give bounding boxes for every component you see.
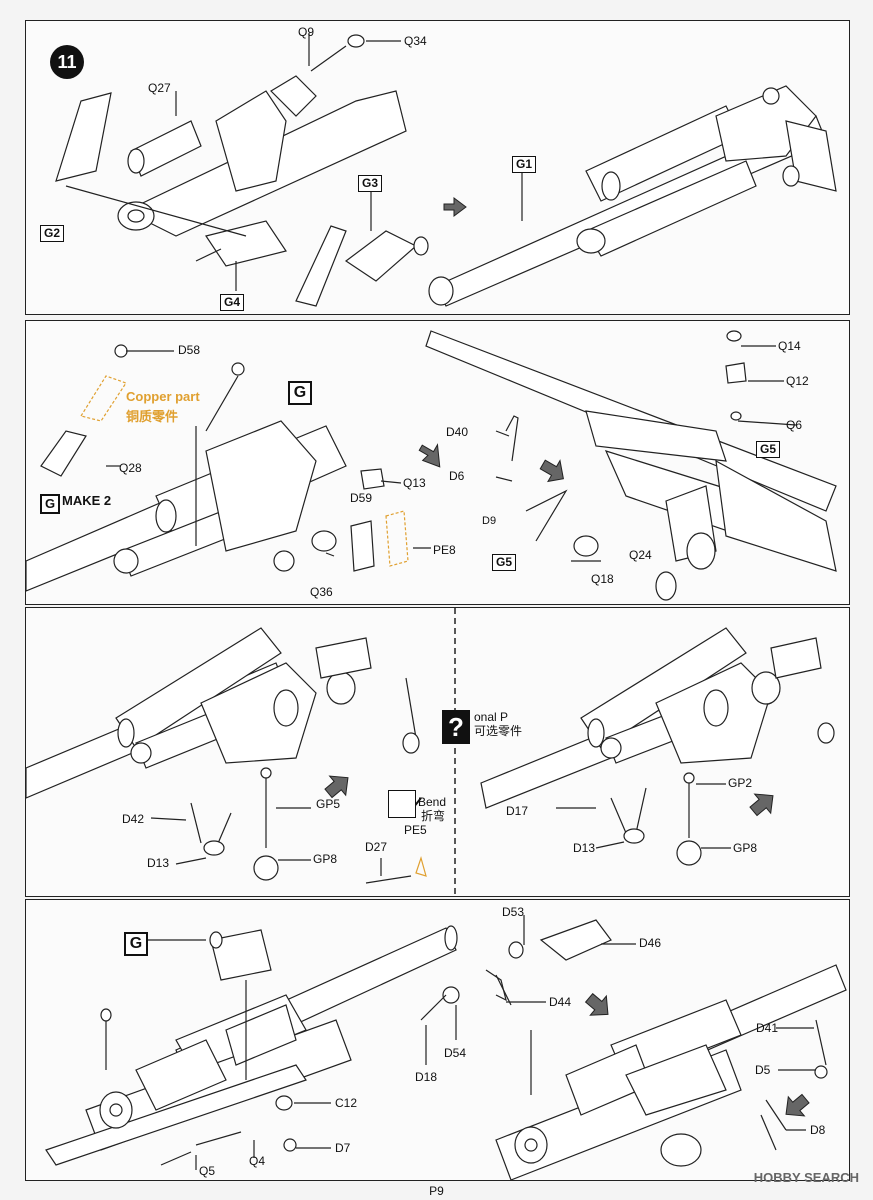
label-d5: D5 — [755, 1063, 771, 1077]
label-d9: D9 — [482, 515, 497, 527]
part-box-g: G — [124, 932, 148, 956]
watermark-logo: HOBBY SEARCH — [753, 1170, 859, 1185]
label-c12: C12 — [335, 1096, 358, 1110]
step-number-badge: 11 — [50, 45, 84, 79]
bend-note-cn: 折弯 — [421, 809, 446, 823]
label-d58: D58 — [178, 343, 201, 357]
label-d46: D46 — [639, 936, 662, 950]
label-q18: Q18 — [591, 572, 614, 586]
label-q5: Q5 — [199, 1164, 216, 1178]
part-box-g2: G2 — [40, 225, 65, 242]
subassembly-illustration — [26, 330, 837, 601]
copper-part-note: Copper part — [126, 389, 200, 404]
label-q6: Q6 — [786, 418, 803, 432]
final-assembly-panel: G C12 D7 Q5 Q4 D53 D46 D44 D54 D18 D41 D… — [25, 899, 850, 1181]
label-q12: Q12 — [786, 374, 809, 388]
label-d40: D40 — [446, 425, 469, 439]
label-d59: D59 — [350, 491, 373, 505]
label-gp2: GP2 — [728, 776, 753, 790]
label-d13-left: D13 — [147, 856, 170, 870]
label-d13-right: D13 — [573, 841, 596, 855]
label-d44: D44 — [549, 995, 572, 1009]
label-q13: Q13 — [403, 476, 426, 490]
label-gp5: GP5 — [316, 797, 341, 811]
label-d8: D8 — [810, 1123, 826, 1137]
part-box-g1: G1 — [512, 156, 537, 173]
label-d18: D18 — [415, 1070, 438, 1084]
label-pe5: PE5 — [404, 823, 427, 837]
label-q34: Q34 — [404, 34, 427, 48]
optional-parts-note: onal P — [474, 710, 509, 724]
part-box-g4: G4 — [220, 294, 245, 311]
label-q9: Q9 — [298, 25, 315, 39]
final-assembly-illustration — [45, 915, 847, 1181]
label-d7: D7 — [335, 1141, 351, 1155]
label-d17: D17 — [506, 804, 529, 818]
part-box-g5-top: G5 — [756, 441, 781, 458]
optional-part-icon: ? — [442, 710, 470, 744]
label-d41: D41 — [756, 1021, 779, 1035]
label-q24: Q24 — [629, 548, 652, 562]
make-2-note: MAKE 2 — [62, 493, 112, 508]
optional-parts-panel: GP5 D42 D13 GP8 Bend 折弯 PE5 D27 ? onal P… — [25, 607, 850, 898]
label-q4: Q4 — [249, 1154, 266, 1168]
label-d27: D27 — [365, 840, 388, 854]
label-pe8: PE8 — [433, 543, 456, 557]
optional-parts-illustration — [26, 608, 835, 898]
label-q27: Q27 — [148, 81, 171, 95]
label-d53: D53 — [502, 905, 525, 919]
copper-part-note-cn: 铜质零件 — [126, 409, 179, 424]
sub-assembly-g-panel: D58 Copper part 铜质零件 G Q28 G MAKE 2 Q13 … — [25, 320, 850, 605]
bend-note: Bend — [418, 795, 447, 809]
label-gp8-right: GP8 — [733, 841, 758, 855]
part-box-g5-bottom: G5 — [492, 554, 517, 571]
label-gp8-left: GP8 — [313, 852, 338, 866]
label-q28: Q28 — [119, 461, 142, 475]
label-d6: D6 — [449, 469, 465, 483]
part-box-g3: G3 — [358, 175, 383, 192]
label-d42: D42 — [122, 812, 145, 826]
gun-assembly-illustration — [55, 33, 837, 307]
part-box-g-make2: G — [40, 494, 60, 514]
label-d54: D54 — [444, 1046, 467, 1060]
part-box-g: G — [288, 381, 312, 405]
label-q36: Q36 — [310, 585, 333, 599]
bend-icon — [388, 790, 416, 818]
page-number: P9 — [429, 1184, 444, 1198]
optional-parts-note-cn: 可选零件 — [474, 724, 523, 738]
step-11-panel: 11 Q9 Q34 Q27 G3 G1 G2 G4 — [25, 20, 850, 315]
label-q14: Q14 — [778, 339, 801, 353]
